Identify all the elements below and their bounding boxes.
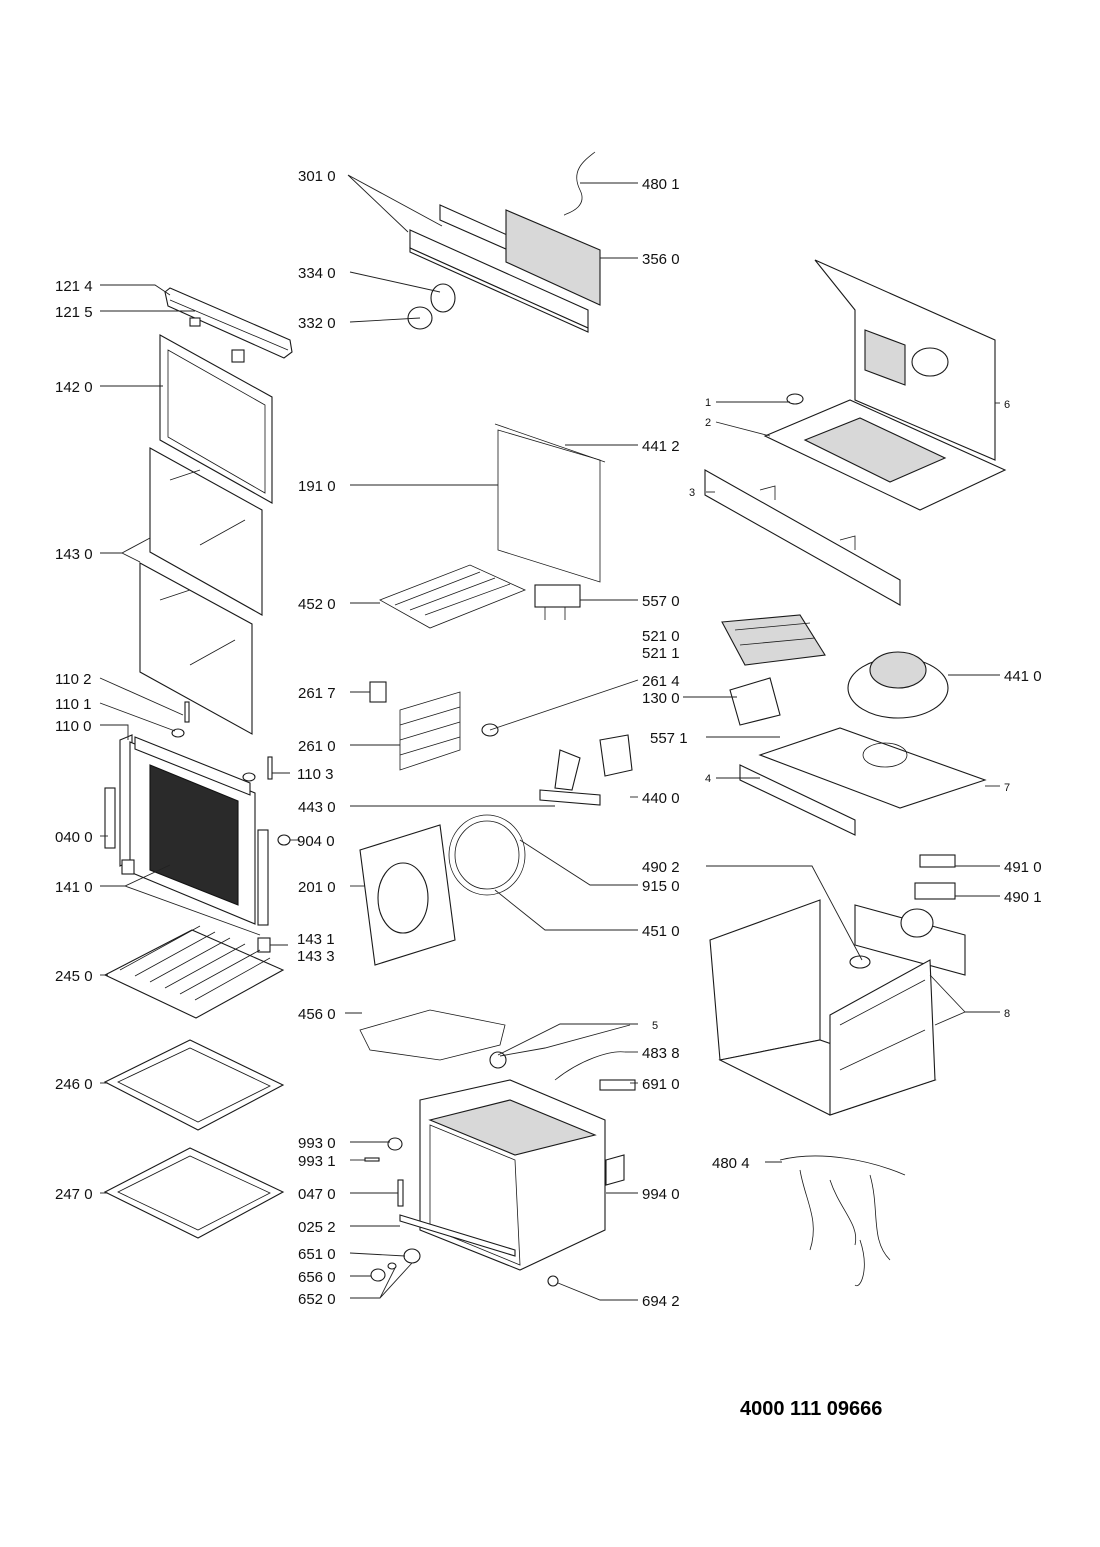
label-694-2: 694 2: [642, 1293, 680, 1310]
side-shelf-support: [399, 691, 461, 771]
bottom-heating-element: [359, 1009, 506, 1061]
label-141-0: 141 0: [55, 879, 93, 896]
callout-8: 8: [1004, 1008, 1010, 1020]
label-247-0: 247 0: [55, 1186, 93, 1203]
label-994-0: 994 0: [642, 1186, 680, 1203]
label-301-0: 301 0: [298, 168, 336, 185]
label-110-3: 110 3: [297, 766, 333, 783]
label-142-0: 142 0: [55, 379, 93, 396]
electronic-board: [721, 614, 826, 666]
label-652-0: 652 0: [298, 1291, 336, 1308]
door-inner-frame: [104, 734, 291, 953]
label-440-0: 440 0: [642, 790, 680, 807]
wiring-harness: [779, 1155, 906, 1287]
label-557-0: 557 0: [642, 593, 680, 610]
label-143-0: 143 0: [55, 546, 93, 563]
terminal-blocks: [914, 854, 956, 900]
motor-and-fan-parts: [369, 677, 781, 737]
label-025-2: 025 2: [298, 1219, 336, 1236]
reference-code: 4000 111 09666: [740, 1398, 882, 1420]
label-121-5: 121 5: [55, 304, 93, 321]
label-246-0: 246 0: [55, 1076, 93, 1093]
label-521-0: 521 0: [642, 628, 680, 645]
label-261-7: 261 7: [298, 685, 336, 702]
door-glass-panel-1: [149, 447, 263, 616]
callout-7: 7: [1004, 782, 1010, 794]
oven-rack: [103, 925, 285, 1019]
label-491-0: 491 0: [1004, 859, 1042, 876]
bottom-tray-assembly: [739, 727, 987, 836]
label-261-0: 261 0: [298, 738, 336, 755]
label-452-0: 452 0: [298, 596, 336, 613]
label-110-0: 110 0: [55, 718, 91, 735]
baking-tray: [103, 1039, 285, 1131]
callout-3: 3: [689, 487, 695, 499]
label-040-0: 040 0: [55, 829, 93, 846]
circular-heating-element: [448, 814, 526, 896]
label-993-1: 993 1: [298, 1153, 336, 1170]
rear-panel: [359, 824, 456, 966]
label-480-4: 480 4: [712, 1155, 750, 1172]
label-557-1: 557 1: [650, 730, 688, 747]
callout-5: 5: [652, 1020, 658, 1032]
label-332-0: 332 0: [298, 315, 336, 332]
label-490-1: 490 1: [1004, 889, 1042, 906]
label-110-2: 110 2: [55, 671, 91, 688]
oven-cavity: [419, 1079, 625, 1271]
label-915-0: 915 0: [642, 878, 680, 895]
leader-lines: [99, 174, 1000, 1301]
label-456-0: 456 0: [298, 1006, 336, 1023]
label-451-0: 451 0: [642, 923, 680, 940]
label-143-1: 143 1: [297, 931, 335, 948]
side-bracket: [704, 469, 901, 606]
door-glass-panel-2: [139, 562, 253, 735]
cooling-fan: [847, 651, 949, 719]
control-panel: [407, 151, 601, 333]
top-heating-element: [379, 564, 527, 629]
label-121-4: 121 4: [55, 278, 93, 295]
label-130-0: 130 0: [642, 690, 680, 707]
label-047-0: 047 0: [298, 1186, 336, 1203]
front-knobs: [364, 1137, 559, 1287]
label-993-0: 993 0: [298, 1135, 336, 1152]
door-top-trim: [164, 287, 293, 363]
label-356-0: 356 0: [642, 251, 680, 268]
door-outer-glass-frame: [159, 334, 273, 504]
label-651-0: 651 0: [298, 1246, 336, 1263]
callout-1: 1: [705, 397, 711, 409]
label-443-0: 443 0: [298, 799, 336, 816]
label-483-8: 483 8: [642, 1045, 680, 1062]
label-691-0: 691 0: [642, 1076, 680, 1093]
label-441-2: 441 2: [642, 438, 680, 455]
label-110-1: 110 1: [55, 696, 91, 713]
callout-6: 6: [1004, 399, 1010, 411]
drip-pan: [103, 1147, 285, 1239]
label-334-0: 334 0: [298, 265, 336, 282]
label-904-0: 904 0: [297, 833, 335, 850]
label-490-2: 490 2: [642, 859, 680, 876]
oven-casing: [709, 899, 966, 1116]
top-cover-panel: [763, 259, 1007, 511]
callout-2: 2: [705, 417, 711, 429]
oven-door-gasket: [494, 423, 606, 583]
label-245-0: 245 0: [55, 968, 93, 985]
convection-fan: [539, 734, 633, 806]
part-labels: 301 0 480 1 356 0 334 0 332 0 121 4 121 …: [55, 168, 1042, 1310]
label-143-3: 143 3: [297, 948, 335, 965]
label-201-0: 201 0: [298, 879, 336, 896]
label-191-0: 191 0: [298, 478, 336, 495]
label-480-1: 480 1: [642, 176, 680, 193]
door-hinge-parts: [171, 701, 273, 782]
thermostat: [534, 584, 581, 620]
callout-numbers: 1 2 3 4 5 6 7 8: [652, 397, 1010, 1032]
label-261-4: 261 4: [642, 673, 680, 690]
label-521-1: 521 1: [642, 645, 680, 662]
label-656-0: 656 0: [298, 1269, 336, 1286]
label-441-0: 441 0: [1004, 668, 1042, 685]
callout-4: 4: [705, 773, 711, 785]
